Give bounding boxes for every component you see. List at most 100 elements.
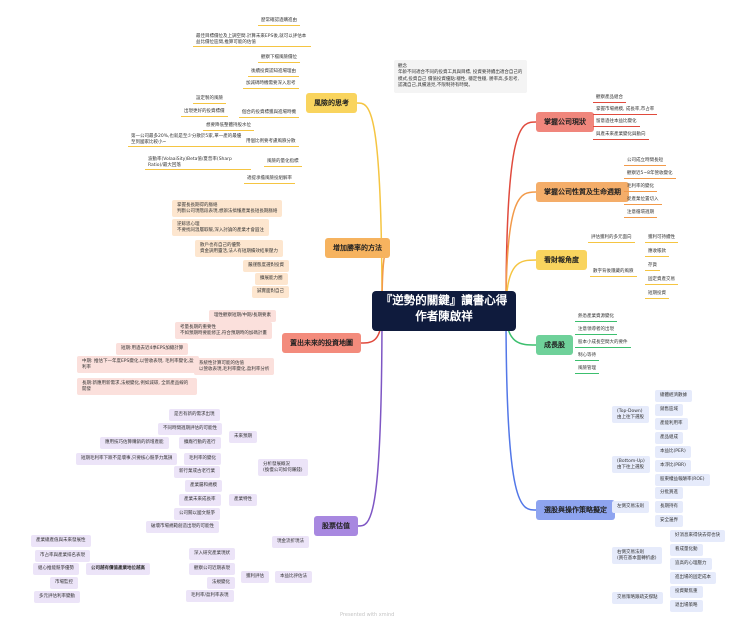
selection-leaf[interactable]: 銷售區域: [655, 404, 683, 416]
lifecycle-leaf[interactable]: 觀察近5~8年營收變化: [624, 170, 676, 179]
growth-leaf[interactable]: 制心等待: [575, 352, 599, 361]
status-leaf[interactable]: 留意過往本益比變化: [593, 118, 640, 127]
report-leaf[interactable]: 評估獲利的多元面向: [588, 234, 635, 243]
selection-leaf[interactable]: 交易策略跟疏支撐點: [612, 592, 663, 604]
win-rate-leaf[interactable]: 嚴謹態度選對投資: [243, 260, 289, 272]
risk-leaf[interactable]: 用個比例要考慮風險分散: [243, 138, 299, 147]
valuation-leaf[interactable]: 破壞市場規範創造出現的可能性: [146, 521, 219, 533]
risk-leaf[interactable]: 個合的投資標獲與進場時機: [239, 109, 299, 118]
selection-leaf[interactable]: 追高的心理壓力: [670, 558, 712, 570]
report-leaf[interactable]: 固定資產交易: [645, 276, 678, 285]
report-leaf[interactable]: 短期投資: [645, 290, 669, 299]
branch-stock-valuation[interactable]: 股票估值: [314, 516, 358, 536]
selection-leaf[interactable]: 安全邊界: [655, 515, 683, 527]
risk-leaf[interactable]: 風險的量化指標: [264, 158, 302, 167]
selection-leaf[interactable]: 投資聚焦重: [670, 586, 703, 598]
valuation-leaf[interactable]: 市占率與產業排名表現: [35, 550, 90, 562]
valuation-leaf[interactable]: 短期毛利率下跌不是壞事,只要核心競爭力無損: [76, 453, 178, 465]
valuation-leaf[interactable]: 組心推能競爭優勢: [33, 563, 79, 575]
win-rate-leaf[interactable]: 逆餘思心理 不要找同溫層取暖,深入討論的產業才會圓注: [172, 219, 269, 237]
valuation-leaf[interactable]: 深入研究產業現狀: [189, 548, 235, 560]
branch-company-lifecycle[interactable]: 掌握公司性質及生命週期: [536, 182, 629, 202]
win-rate-leaf[interactable]: 掌握長長期得的脈絡 判斷公司現階段表現,想辦法搞懂產業長短長期脈絡: [172, 200, 283, 218]
future-map-leaf[interactable]: 系統性計算可能的估值 以營收表現,毛利率變化,盈利率分析: [194, 358, 275, 376]
growth-leaf[interactable]: 股本小成長空間大的要件: [575, 339, 631, 348]
risk-leaf[interactable]: 後續投資認知進場理由: [248, 68, 299, 77]
risk-leaf[interactable]: 波動率(VolaaiSity)Beta值/夏普率(Sharp Ratio)/最大…: [145, 156, 251, 171]
selection-leaf[interactable]: 進出場的固定成本: [670, 572, 716, 584]
lifecycle-leaf[interactable]: 公司成立時間長短: [624, 157, 666, 166]
selection-leaf[interactable]: 左側交易法則: [612, 501, 649, 513]
branch-future-investment-map[interactable]: 置出未來的投資地圖: [282, 333, 361, 353]
valuation-leaf[interactable]: 產業屬和規模: [185, 480, 222, 492]
branch-growth-stock[interactable]: 成長股: [536, 335, 573, 355]
central-topic[interactable]: 『逆勢的關鍵』讀書心得 作者陳啟祥: [372, 291, 516, 331]
selection-leaf[interactable]: (Bottom-Up) 由下往上選股: [612, 456, 650, 474]
valuation-leaf[interactable]: 毛利率/盈利率表現: [186, 590, 234, 602]
win-rate-leaf[interactable]: 誠實面對自己: [252, 286, 289, 298]
lifecycle-leaf[interactable]: 從產業位置切入: [624, 196, 662, 205]
selection-leaf[interactable]: (Top-Down) 由上往下選股: [612, 406, 649, 424]
valuation-leaf[interactable]: 產業未來成長率: [179, 494, 221, 506]
valuation-leaf[interactable]: 法規變化: [207, 577, 235, 589]
selection-leaf[interactable]: 右側交易法則 (買在基本面轉折處): [612, 547, 662, 565]
lifecycle-leaf[interactable]: 毛利率的變化: [624, 183, 657, 192]
future-map-leaf[interactable]: 理性觀察短期/中期/長期要素: [209, 310, 277, 322]
growth-leaf[interactable]: 風險管理: [575, 365, 599, 374]
status-leaf[interactable]: 觀察產品組合: [593, 94, 626, 103]
win-rate-leaf[interactable]: 擴展能力圈: [255, 273, 288, 285]
selection-leaf[interactable]: 總體經濟數據: [655, 390, 692, 402]
future-map-leaf[interactable]: 中期: 推估下一年度EPS變化,以營收表現, 毛利率變化,盈利率: [77, 356, 199, 374]
growth-leaf[interactable]: 注意領導者的出現: [575, 326, 617, 335]
valuation-leaf[interactable]: 新行業或古老行業: [174, 466, 220, 478]
future-map-leaf[interactable]: 長期:新應用新需求,法規變化,例如減碳, 全新產品線的開發: [77, 378, 197, 396]
valuation-leaf[interactable]: 不同時間週期評估的可能性: [158, 423, 222, 435]
risk-leaf[interactable]: 想要降低整體持股水位: [203, 122, 254, 131]
valuation-leaf[interactable]: 公司關以國文競爭: [174, 508, 220, 520]
branch-risk-thinking[interactable]: 風險的思考: [306, 93, 357, 113]
growth-leaf[interactable]: 熱悉產業資源變化: [575, 313, 617, 322]
valuation-leaf[interactable]: 應用技巧估算購銷的新增產能: [100, 437, 169, 449]
status-leaf[interactable]: 掌握市場規模, 成長率,市占率: [593, 106, 658, 115]
valuation-leaf[interactable]: 產業特性: [229, 494, 257, 506]
selection-leaf[interactable]: 產品組成: [655, 432, 683, 444]
valuation-leaf[interactable]: 毛利率的變化: [184, 453, 221, 465]
valuation-leaf[interactable]: 產業總產值與未來發展性: [31, 535, 91, 547]
valuation-leaf[interactable]: 公司越有價值產業地位越高: [86, 563, 150, 575]
selection-leaf[interactable]: 好消息來得快去得也快: [670, 530, 725, 542]
win-rate-leaf[interactable]: 散戶也有自己的優勢 資金調用靈活,法人有短期績效結果壓力: [195, 240, 283, 258]
selection-leaf[interactable]: 退出場策略: [670, 600, 703, 612]
report-leaf[interactable]: 數字背後隱藏的風險: [590, 268, 637, 277]
risk-leaf[interactable]: 出現更好的投資標價: [181, 108, 228, 117]
risk-leaf[interactable]: 適提承擔風險投組解率: [244, 175, 295, 184]
lifecycle-leaf[interactable]: 注意循環週期: [624, 209, 657, 218]
valuation-leaf[interactable]: 現金流折現法: [272, 536, 309, 548]
branch-company-status[interactable]: 掌握公司現狀: [536, 112, 594, 132]
future-map-leaf[interactable]: 短期:用過去近4季EPS加總計算: [116, 343, 189, 355]
risk-leaf[interactable]: 觀察下檔風險價位: [258, 54, 300, 63]
report-leaf[interactable]: 應收帳款: [645, 248, 669, 257]
risk-leaf[interactable]: 歷常確認過購進由: [258, 17, 300, 26]
selection-leaf[interactable]: 股東權益報酬率(ROE): [655, 474, 710, 486]
selection-leaf[interactable]: 產能利用率: [655, 418, 688, 430]
report-leaf[interactable]: 獲利可持續性: [645, 234, 678, 243]
risk-leaf[interactable]: 最佳目標價位及上調空間.計算未來EPS後,就可以評估本益比價位區間,推算可能的估…: [193, 33, 311, 48]
future-map-leaf[interactable]: 考量長期的重要性 不如預期時要能修正,符合預期時的加碼計畫: [175, 322, 272, 340]
valuation-leaf[interactable]: 分析發展概況 (換慢公司如何賺錢): [258, 459, 308, 477]
valuation-leaf[interactable]: 本益比評估法: [275, 571, 312, 583]
branch-financial-report[interactable]: 看財報角度: [536, 250, 587, 270]
selection-leaf[interactable]: 本淨比(PBR): [655, 460, 691, 472]
selection-leaf[interactable]: 分批買進: [655, 487, 683, 499]
valuation-leaf[interactable]: 多元評估利率變動: [34, 591, 80, 603]
branch-increase-win-rate[interactable]: 增加勝率的方法: [325, 238, 390, 258]
status-leaf[interactable]: 與產未來產業變化與動向: [593, 131, 649, 140]
risk-leaf[interactable]: 加減碼時機需要深入思考: [243, 80, 299, 89]
valuation-leaf[interactable]: 獲利評估: [241, 571, 269, 583]
risk-leaf[interactable]: 設定製的風險: [193, 95, 226, 104]
selection-leaf[interactable]: 看成量化動: [670, 544, 703, 556]
valuation-leaf[interactable]: 未來預期: [229, 431, 257, 443]
valuation-leaf[interactable]: 是否有新的需求出現: [169, 409, 220, 421]
report-leaf[interactable]: 存貨: [645, 262, 660, 271]
valuation-leaf[interactable]: 擴廠行動的進行: [179, 437, 221, 449]
valuation-leaf[interactable]: 市場監控: [50, 577, 78, 589]
